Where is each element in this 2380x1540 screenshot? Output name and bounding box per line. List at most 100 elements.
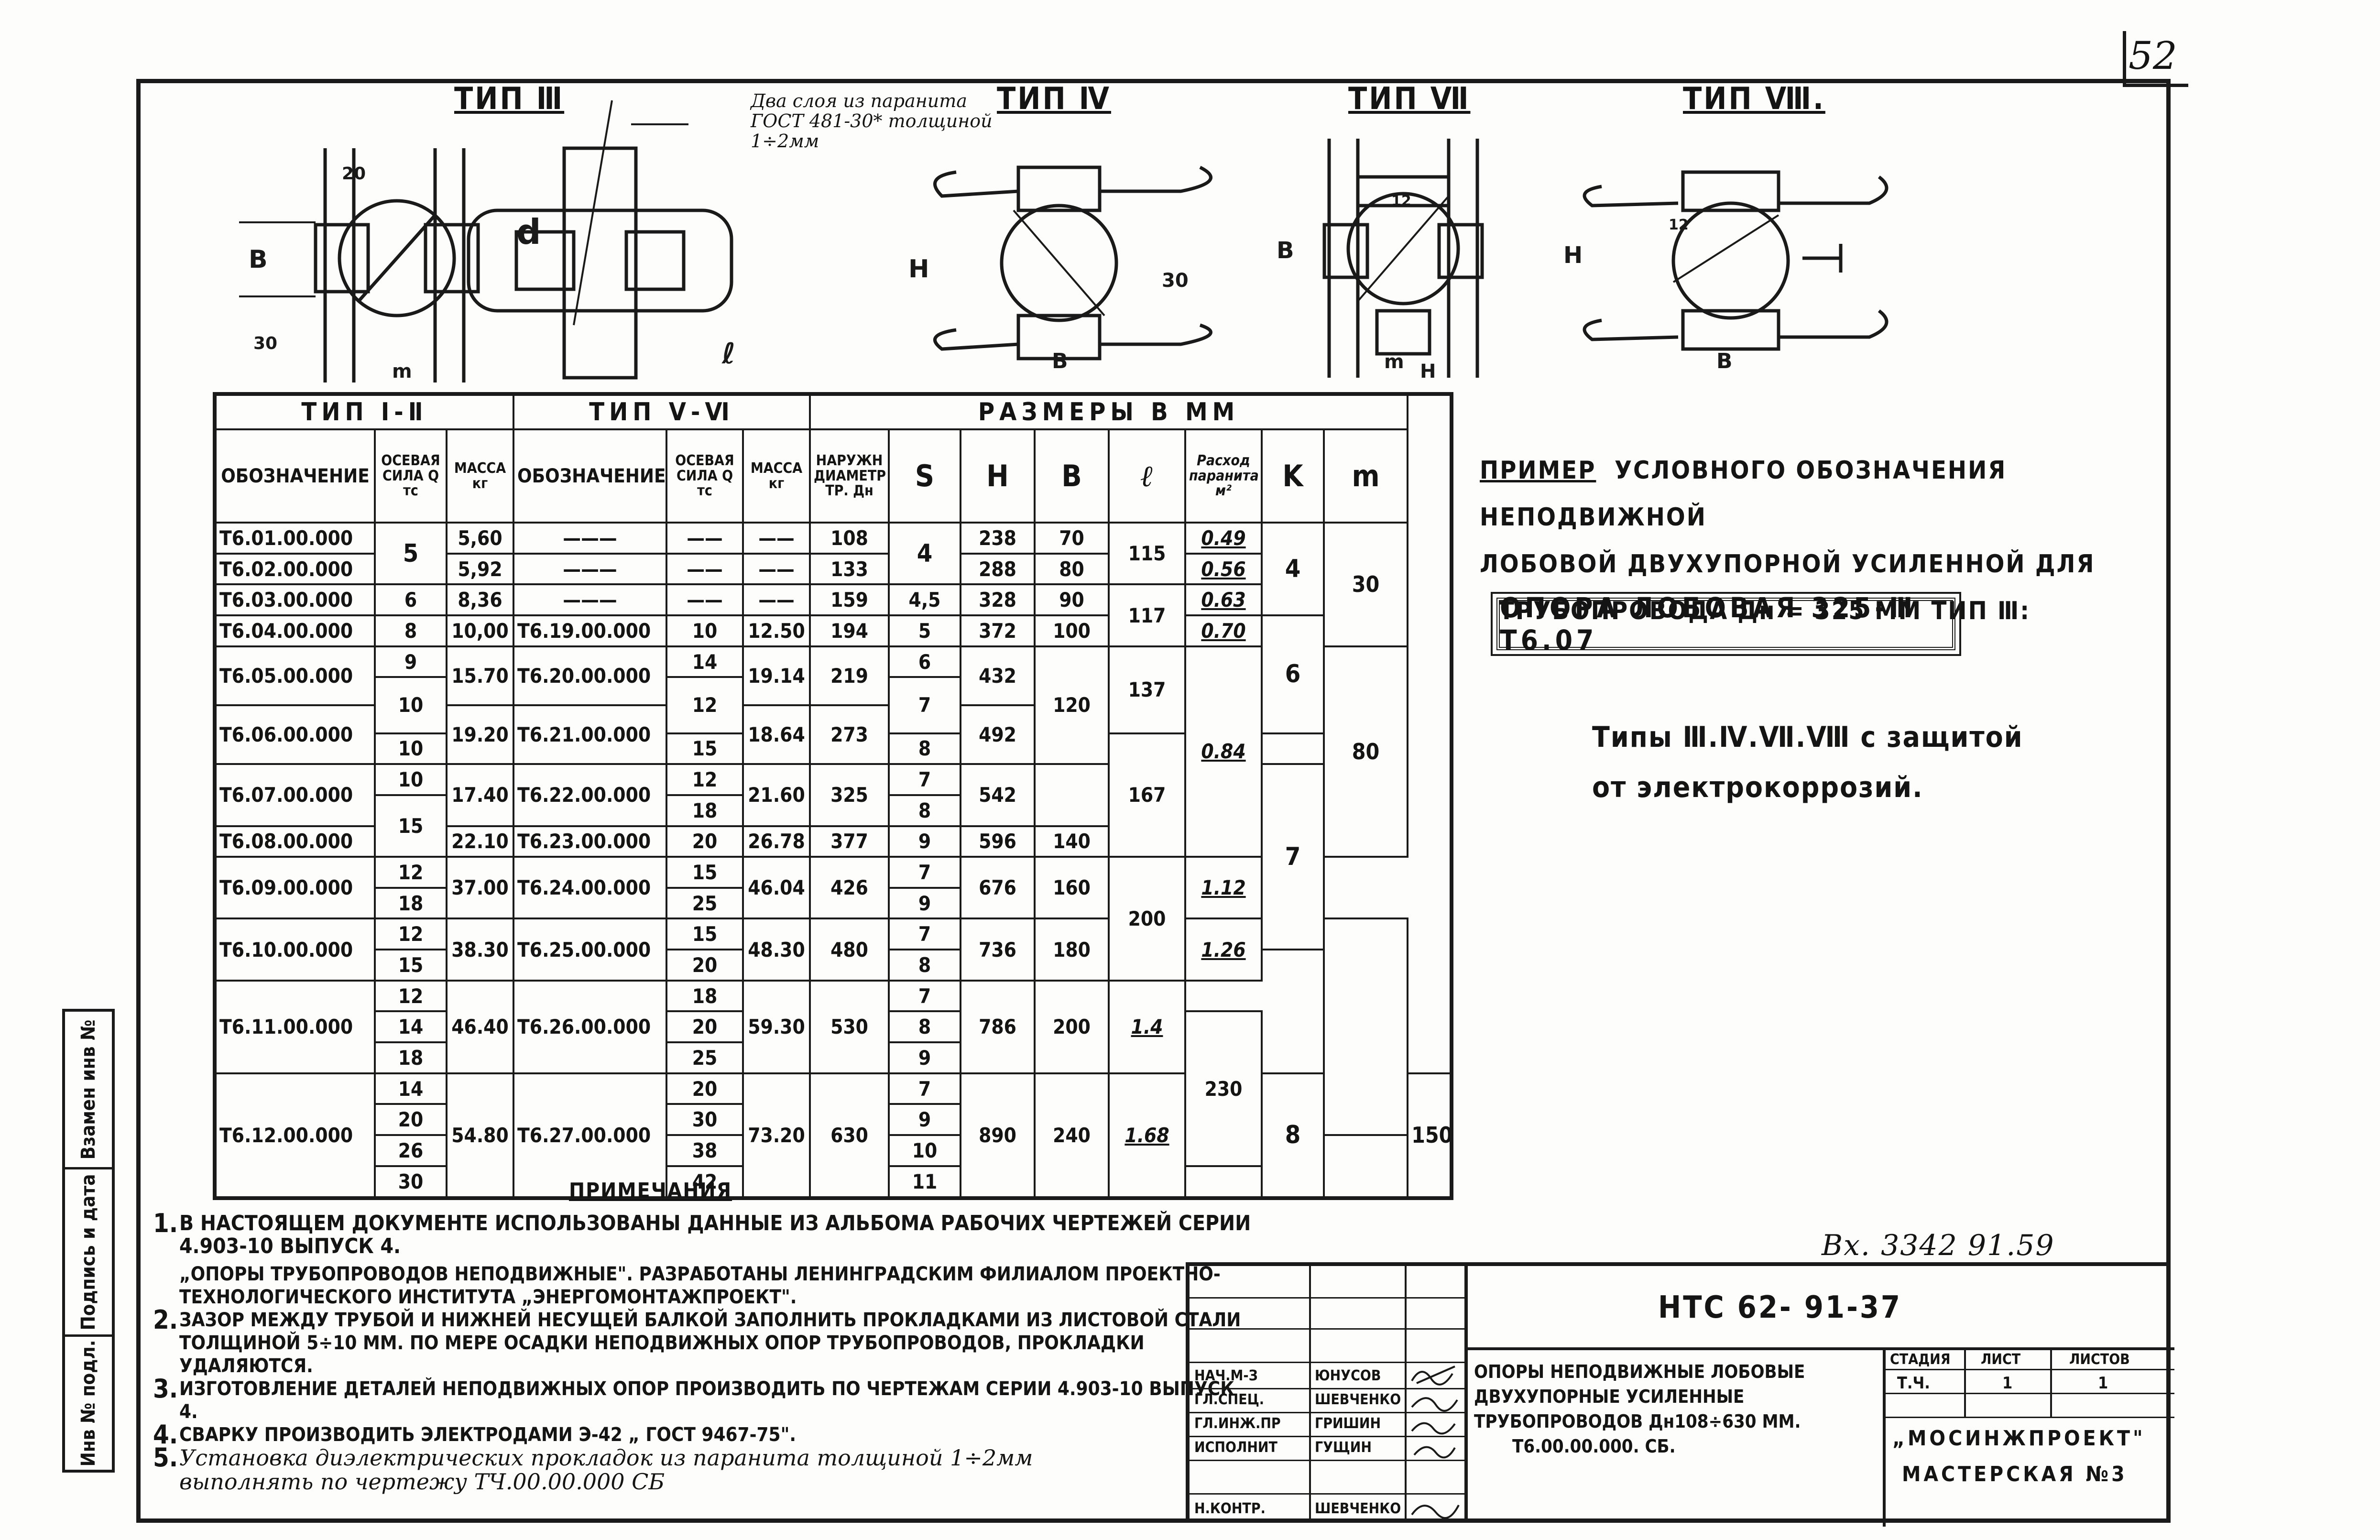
table-cell: —— <box>742 522 811 555</box>
type8-dim-12: 12 <box>1669 217 1689 233</box>
table-cell: Т6.11.00.000 <box>214 979 376 1074</box>
table-cell: 18 <box>666 979 744 1013</box>
table-cell: 9 <box>888 1041 961 1074</box>
table-cell: 786 <box>960 979 1036 1074</box>
table-cell: 38.30 <box>446 917 514 982</box>
col-axial-force-1: ОСЕВАЯ СИЛА Q тс <box>374 428 448 524</box>
table-cell: 48.30 <box>742 917 811 982</box>
example-line-2: ЛОБОВОЙ ДВУХУПОРНОЙ УСИЛЕННОЙ ДЛЯ <box>1480 550 2096 579</box>
table-cell: 5,92 <box>446 552 514 586</box>
table-cell: 10 <box>374 676 448 734</box>
table-cell: 200 <box>1108 856 1186 982</box>
table-cell: Т6.02.00.000 <box>214 552 376 586</box>
table-cell: 150 <box>1407 1072 1452 1200</box>
type7-h-label: H <box>1420 360 1436 382</box>
table-cell: 15 <box>666 917 744 951</box>
stamp-cell-replace: Взамен инв № <box>65 1012 112 1169</box>
group-type-5-6: ТИП Ⅴ-Ⅵ <box>513 393 811 430</box>
table-cell: 8 <box>888 794 961 827</box>
table-cell: 54.80 <box>446 1072 514 1200</box>
table-cell: 542 <box>960 763 1036 827</box>
group-dimensions: РАЗМЕРЫ В ММ <box>808 393 1409 430</box>
table-cell: 20 <box>374 1103 448 1136</box>
table-cell: 25 <box>666 1041 744 1074</box>
note-number: 5. <box>153 1442 178 1473</box>
type3-drawing: В 20 30 d ℓ m <box>239 100 735 382</box>
table-cell <box>1322 917 1409 1136</box>
table-cell: 0.70 <box>1184 614 1263 647</box>
incoming-number: Вх. 3342 91.59 <box>1822 1229 2055 1262</box>
drawing-frame <box>136 79 2171 1523</box>
table-cell: 230 <box>1184 1010 1263 1167</box>
type4-drawing: H 30 В <box>908 165 1212 373</box>
table-cell: Т6.05.00.000 <box>214 645 376 706</box>
table-cell: Т6.26.00.000 <box>513 979 667 1074</box>
table-cell: 5 <box>374 522 448 586</box>
table-cell: 20 <box>666 825 744 858</box>
notes-title: ПРИМЕЧАНИЯ <box>569 1179 732 1203</box>
electrocorrosion-line-2: от электрокоррозий. <box>1592 771 1923 804</box>
electrocorrosion-line-1: Типы Ⅲ.Ⅳ.Ⅶ.Ⅷ с защитой <box>1592 721 2023 754</box>
table-cell: Т6.19.00.000 <box>513 614 667 647</box>
side-stamp: Взамен инв № Подпись и дата Инв № подл. <box>62 1009 115 1473</box>
table-cell: Т6.12.00.000 <box>214 1072 376 1200</box>
page-number-box <box>2123 31 2188 87</box>
table-cell: 20 <box>666 1072 744 1105</box>
table-cell: Т6.21.00.000 <box>513 704 667 765</box>
col-s: S <box>888 428 961 524</box>
type3-dim-30: 30 <box>253 334 277 353</box>
note-number: 2. <box>153 1305 178 1335</box>
table-cell: 15 <box>666 732 744 765</box>
table-cell: 432 <box>960 645 1036 706</box>
table-cell: 200 <box>1034 979 1110 1074</box>
table-cell: 8 <box>374 614 448 647</box>
example-line-3: ТРУБОПРОВОДА Дн = 325 ММ ТИП Ⅲ: <box>1499 597 2031 625</box>
signatures <box>1411 1365 1460 1519</box>
table-cell: 0.63 <box>1184 583 1263 617</box>
table-cell: 426 <box>809 856 890 920</box>
type4-title: ТИП Ⅳ <box>997 81 1111 117</box>
table-cell: 30 <box>1322 522 1409 647</box>
note-1-line-3: ТЕХНОЛОГИЧЕСКОГО ИНСТИТУТА „ЭНЕРГОМОНТАЖ… <box>179 1286 797 1308</box>
sheets-value: 1 <box>2098 1374 2108 1393</box>
table-cell: 9 <box>888 886 961 920</box>
col-h: H <box>960 428 1036 524</box>
table-cell: 17.40 <box>446 763 514 827</box>
table-cell: 12 <box>666 763 744 796</box>
designation-example: ПРИМЕР УСЛОВНОГО ОБОЗНАЧЕНИЯ НЕПОДВИЖНОЙ… <box>1480 447 2149 634</box>
table-cell: 12 <box>374 917 448 951</box>
col-outer-diameter: НАРУЖН ДИАМЕТР ТР. Дн <box>809 428 890 524</box>
type7-drawing: В m H 12 <box>1277 139 1484 382</box>
person-name: ЮНУСОВ <box>1315 1367 1381 1384</box>
table-cell: —— <box>666 522 744 555</box>
table-cell: 7 <box>888 979 961 1013</box>
table-cell: 12 <box>374 979 448 1013</box>
table-cell: 100 <box>1034 614 1110 647</box>
table-cell: 120 <box>1034 645 1110 765</box>
person-name: ГРИШИН <box>1315 1415 1381 1432</box>
table-cell: 137 <box>1108 645 1186 734</box>
table-cell: 328 <box>960 583 1036 617</box>
type3-title: ТИП Ⅲ <box>454 81 565 117</box>
table-cell: 1.12 <box>1184 856 1263 920</box>
table-cell: 9 <box>374 645 448 678</box>
table-cell: 38 <box>666 1134 744 1167</box>
table-cell: 159 <box>809 583 890 617</box>
table-cell: 219 <box>809 645 890 706</box>
role-label: НАЧ.М-З <box>1194 1367 1258 1384</box>
table-cell: 108 <box>809 522 890 555</box>
type8-h-label: H <box>1563 242 1583 269</box>
person-name: ШЕВЧЕНКО <box>1315 1391 1401 1408</box>
table-cell: 19.20 <box>446 704 514 765</box>
note-5-line-2: выполнять по чертежу ТЧ.00.00.000 СБ <box>179 1469 665 1495</box>
role-label: Н.КОНТР. <box>1194 1500 1266 1517</box>
table-cell: 20 <box>666 1010 744 1044</box>
col-mass-2: МАССА кг <box>742 428 811 524</box>
table-cell: ——— <box>513 522 667 555</box>
table-cell: 115 <box>1108 522 1186 586</box>
table-cell: 12 <box>374 856 448 889</box>
table-cell: 9 <box>888 1103 961 1136</box>
table-cell: 8 <box>888 732 961 765</box>
table-cell: —— <box>666 552 744 586</box>
type4-h-label: H <box>908 255 929 284</box>
